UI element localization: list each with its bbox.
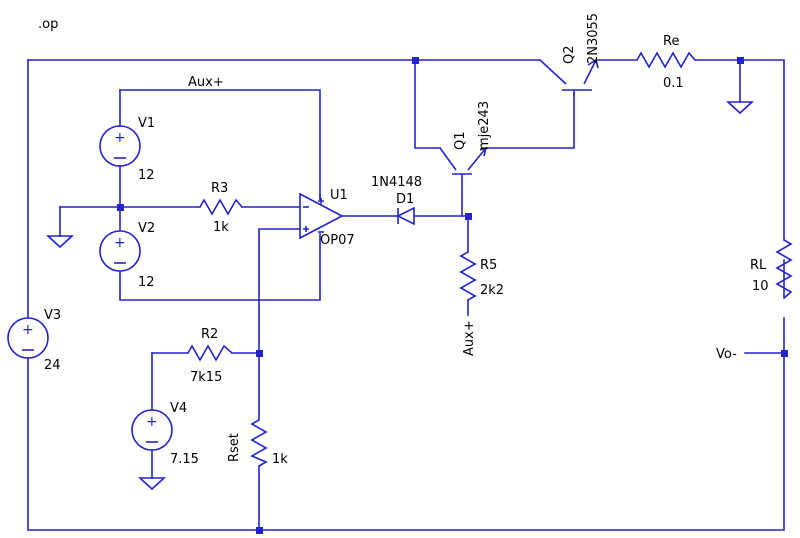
resistor-r5[interactable] — [459, 251, 477, 301]
net-label-aux-bottom: Aux+ — [462, 320, 477, 356]
r3-value: 1k — [213, 220, 229, 235]
re-name: Re — [663, 34, 679, 49]
q1-name: Q1 — [453, 131, 468, 150]
re-value: 0.1 — [663, 76, 684, 91]
svg-text:+: + — [114, 235, 126, 251]
d1-name: D1 — [396, 192, 414, 207]
diode-d1[interactable] — [394, 206, 415, 226]
q2-part: 2N3055 — [586, 13, 601, 64]
svg-text:+: + — [22, 322, 34, 338]
r2-name: R2 — [201, 327, 218, 342]
d1-part: 1N4148 — [371, 175, 422, 190]
voltage-source-v1[interactable]: + — [99, 125, 141, 167]
u1-value: OP07 — [320, 233, 355, 248]
v4-name: V4 — [170, 401, 187, 416]
ground-symbol — [137, 477, 167, 491]
r3-name: R3 — [211, 181, 228, 196]
transistor-q1[interactable] — [439, 146, 488, 180]
svg-text:+: + — [146, 414, 158, 430]
net-label-aux-top: Aux+ — [188, 75, 224, 90]
v2-value: 12 — [138, 275, 155, 290]
svg-text:+: + — [114, 130, 126, 146]
r5-name: R5 — [480, 258, 497, 273]
rl-value: 10 — [752, 279, 769, 294]
resistor-re[interactable] — [636, 51, 696, 69]
v1-value: 12 — [138, 168, 155, 183]
resistor-rset[interactable] — [250, 419, 268, 467]
v2-name: V2 — [138, 221, 155, 236]
ground-symbol — [45, 235, 75, 249]
wires — [27, 59, 785, 531]
v3-value: 24 — [44, 358, 61, 373]
r5-value: 2k2 — [480, 283, 504, 298]
q2-name: Q2 — [562, 45, 577, 64]
rset-value: 1k — [272, 452, 288, 467]
junction-dots — [117, 57, 788, 534]
voltage-source-v3[interactable]: + — [7, 317, 49, 359]
resistor-r2[interactable] — [187, 344, 233, 362]
u1-name: U1 — [330, 188, 348, 203]
v4-value: 7.15 — [170, 452, 199, 467]
transistor-q2[interactable] — [539, 58, 599, 95]
net-label-vo: Vo- — [716, 347, 737, 362]
voltage-source-v2[interactable]: + — [99, 230, 141, 272]
ground-symbol — [725, 101, 755, 115]
opamp-u1[interactable] — [299, 192, 344, 240]
resistor-rl[interactable] — [775, 239, 793, 299]
r2-value: 7k15 — [190, 370, 222, 385]
voltage-source-v4[interactable]: + — [131, 409, 173, 451]
resistor-r3[interactable] — [199, 198, 243, 216]
q1-part: mje243 — [477, 101, 492, 150]
v3-name: V3 — [44, 308, 61, 323]
spice-directive: .op — [38, 17, 58, 32]
v1-name: V1 — [138, 116, 155, 131]
rl-name: RL — [750, 258, 767, 273]
rset-name: Rset — [227, 433, 242, 462]
